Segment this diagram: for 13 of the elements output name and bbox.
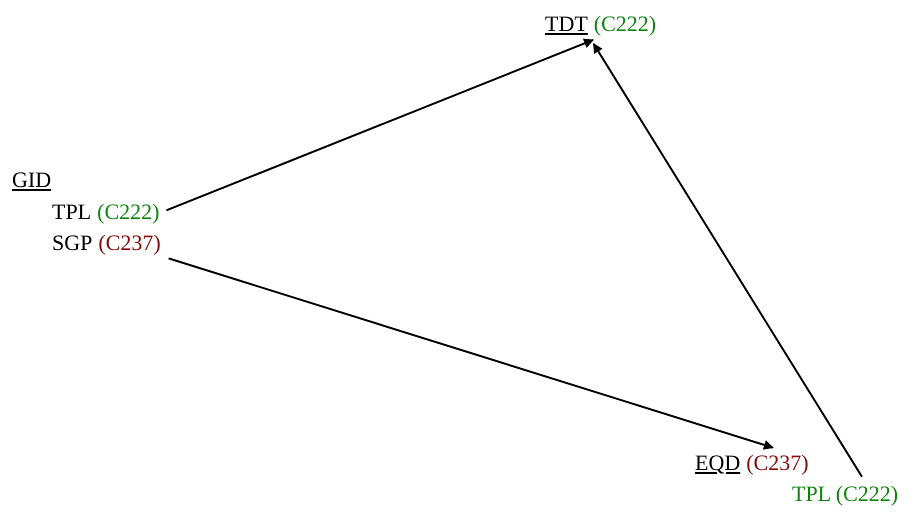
- arrow: [168, 257, 774, 450]
- node-label: (C222): [594, 11, 656, 37]
- node-label: (C222): [97, 199, 160, 225]
- node-label: GID: [12, 167, 52, 193]
- node-label: TPL (C222): [792, 481, 898, 507]
- node-label: (C237): [746, 450, 809, 476]
- node-label: SGP: [52, 230, 92, 256]
- node-label: TPL: [52, 199, 92, 225]
- node-label: EQD: [695, 450, 740, 476]
- node-label: TDT: [545, 11, 588, 37]
- arrow: [166, 38, 594, 212]
- node-label: (C237): [98, 230, 161, 256]
- arrow: [592, 42, 863, 478]
